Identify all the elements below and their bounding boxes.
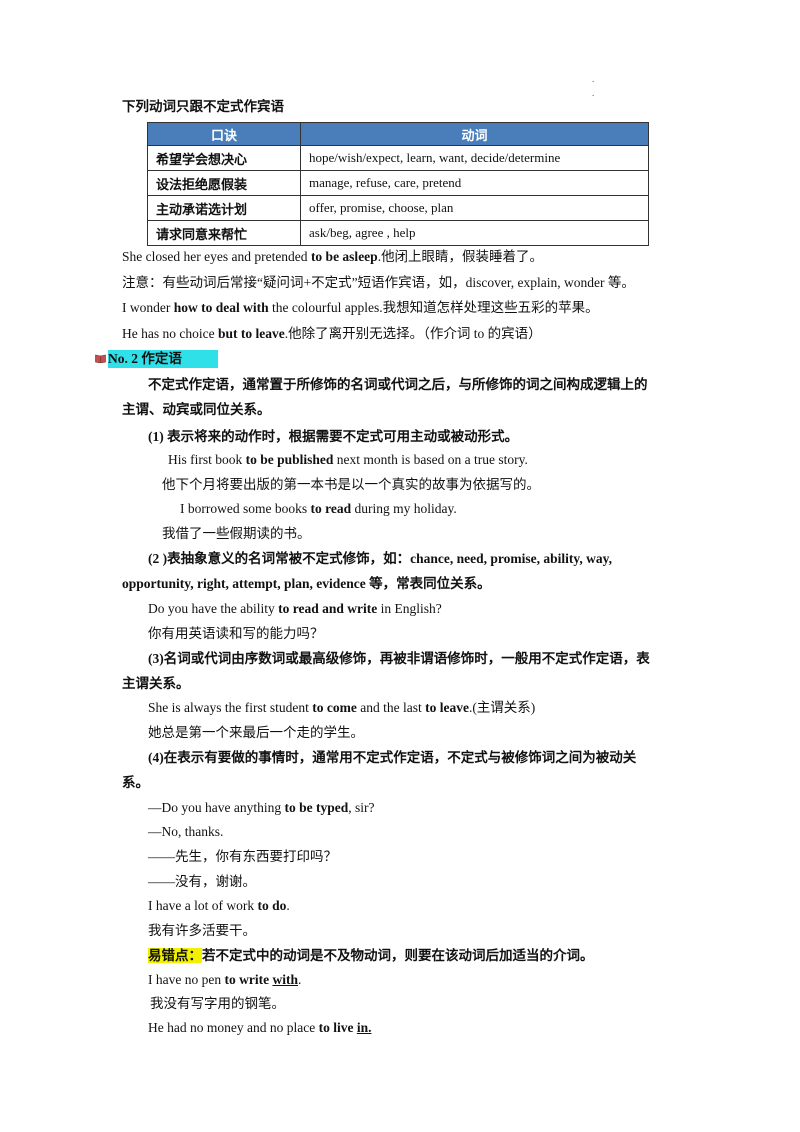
table-header-verbs: 动词 [300, 122, 649, 146]
table-row: 主动承诺选计划 offer, promise, choose, plan [147, 195, 649, 221]
rule-1: (1) 表示将来的动作时，根据需要不定式可用主动或被动形式。 [148, 429, 519, 444]
rule-2: (2 )表抽象意义的名词常被不定式修饰，如：chance, need, prom… [148, 551, 612, 566]
rule-4-continued: 系。 [122, 775, 149, 790]
section-title: 下列动词只跟不定式作宾语 [122, 99, 284, 114]
dialogue-line: —No, thanks. [148, 824, 224, 839]
example-line: He had no money and no place to live in. [148, 1020, 372, 1035]
dialogue-line: ——先生，你有东西要打印吗？ [148, 849, 337, 864]
header-dots: . . [592, 74, 595, 98]
dialogue-line: —Do you have anything to be typed, sir? [148, 800, 375, 815]
rule-2-continued: opportunity, right, attempt, plan, evide… [122, 576, 491, 591]
translation-line: 你有用英语读和写的能力吗？ [148, 626, 324, 641]
example-line: She is always the first student to come … [148, 700, 536, 715]
error-note: 易错点：若不定式中的动词是不及物动词，则要在该动词后加适当的介词。 [148, 948, 594, 963]
translation-line: 我借了一些假期读的书。 [162, 526, 311, 541]
example-line: She closed her eyes and pretended to be … [122, 249, 544, 264]
example-line: I have no pen to write with. [148, 972, 302, 987]
translation-line: 我没有写字用的钢笔。 [150, 996, 285, 1011]
verbs-cell: ask/beg, agree , help [300, 220, 649, 246]
verbs-cell: manage, refuse, care, pretend [300, 170, 649, 196]
example-line: I borrowed some books to read during my … [180, 501, 457, 516]
example-line: He has no choice but to leave.他除了离开别无选择。… [122, 326, 542, 341]
paragraph-text: 主谓、动宾或同位关系。 [122, 402, 271, 417]
translation-line: 她总是第一个来最后一个走的学生。 [148, 725, 364, 740]
rule-3-continued: 主谓关系。 [122, 676, 190, 691]
rule-3: (3)名词或代词由序数词或最高级修饰，再被非谓语修饰时，一般用不定式作定语，表 [148, 651, 650, 666]
mnemonic-cell: 主动承诺选计划 [147, 195, 301, 221]
book-icon [95, 354, 106, 363]
example-line: I have a lot of work to do. [148, 898, 290, 913]
verbs-cell: hope/wish/expect, learn, want, decide/de… [300, 145, 649, 171]
paragraph-text: 不定式作定语，通常置于所修饰的名词或代词之后，与所修饰的词之间构成逻辑上的 [148, 377, 648, 392]
error-label: 易错点： [148, 948, 202, 963]
verb-table: 口诀 动词 希望学会想决心 hope/wish/expect, learn, w… [147, 122, 649, 246]
mnemonic-cell: 希望学会想决心 [147, 145, 301, 171]
mnemonic-cell: 设法拒绝愿假装 [147, 170, 301, 196]
note-line: 注意：有些动词后常接“疑问词+不定式”短语作宾语，如，discover, exp… [122, 275, 635, 290]
table-header-row: 口诀 动词 [147, 122, 649, 146]
translation-line: 他下个月将要出版的第一本书是以一个真实的故事为依据写的。 [162, 477, 540, 492]
mnemonic-cell: 请求同意来帮忙 [147, 220, 301, 246]
translation-line: 我有许多活要干。 [148, 923, 256, 938]
rule-4: (4)在表示有要做的事情时，通常用不定式作定语，不定式与被修饰词之间为被动关 [148, 750, 637, 765]
dialogue-line: ——没有，谢谢。 [148, 874, 256, 889]
table-row: 希望学会想决心 hope/wish/expect, learn, want, d… [147, 145, 649, 171]
section-no2-heading: No. 2 作定语 [108, 350, 218, 368]
example-line: His first book to be published next mont… [168, 452, 528, 467]
example-line: I wonder how to deal with the colourful … [122, 300, 599, 315]
table-header-mnemonic: 口诀 [147, 122, 301, 146]
table-row: 设法拒绝愿假装 manage, refuse, care, pretend [147, 170, 649, 196]
example-line: Do you have the ability to read and writ… [148, 601, 442, 616]
table-row: 请求同意来帮忙 ask/beg, agree , help [147, 220, 649, 246]
verbs-cell: offer, promise, choose, plan [300, 195, 649, 221]
